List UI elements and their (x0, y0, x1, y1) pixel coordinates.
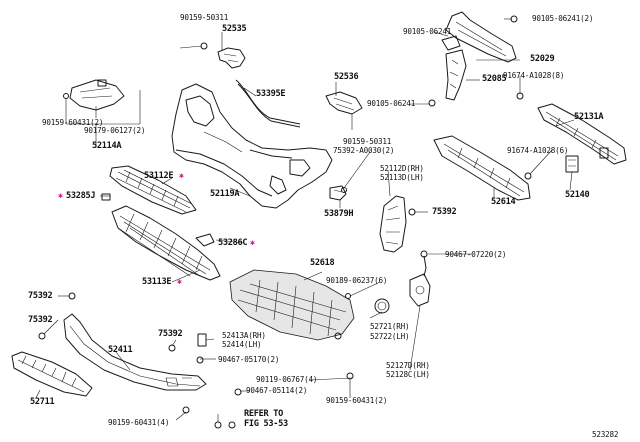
label-52411: 52411 (108, 345, 133, 355)
label-52413a: 52413A(RH) (222, 331, 266, 340)
label-52711: 52711 (30, 397, 55, 407)
label-90105-06241-a: 90105-06241 (403, 27, 452, 36)
bracket-52114a-drawing (63, 79, 125, 111)
label-90467-05114-2: 90467-05114(2) (246, 386, 308, 395)
label-75392-a0030-2: 75392-A0030(2) (333, 146, 395, 155)
label-91674-a1028-8: 91674-A1028(8) (503, 71, 565, 80)
label-52114a: 52114A (92, 141, 122, 151)
label-90159-60431-2-top: 90159-60431(2) (42, 118, 104, 127)
label-53112e: 53112E (144, 171, 174, 181)
label-75392-center: 75392 (158, 329, 183, 339)
reference-note-line1: REFER TO (244, 409, 283, 419)
cap-52721-drawing (374, 298, 390, 314)
label-52029: 52029 (530, 54, 555, 64)
label-90159-60431-4: 90159-60431(4) (108, 418, 170, 427)
grille-53113e-drawing (111, 205, 221, 281)
bracket-52535-drawing (200, 42, 246, 69)
reinforcement-52131a-drawing (537, 103, 627, 173)
retainer-52112d-drawing (379, 195, 407, 253)
label-52140: 52140 (565, 190, 590, 200)
fasteners-drawing (38, 15, 532, 429)
marker-star-53285j: ✱ (58, 191, 63, 200)
bracket-52536-drawing (325, 91, 363, 115)
label-53285j: 53285J (66, 191, 96, 201)
label-52535: 52535 (222, 24, 247, 34)
label-53395e: 53395E (256, 89, 286, 99)
spoiler-52411-drawing (63, 313, 207, 391)
label-75392-lower-left: 75392 (28, 315, 53, 325)
absorber-52614-drawing (433, 135, 531, 201)
label-90179-06127-2: 90179-06127(2) (84, 126, 146, 135)
undercover-52618-drawing (229, 269, 355, 341)
label-90119-06767-4: 90119-06767(4) (256, 375, 318, 384)
marker-star-53112e: ✱ (179, 171, 184, 180)
label-52614: 52614 (491, 197, 516, 207)
label-52113d: 52113D(LH) (380, 173, 424, 182)
label-53879h: 53879H (324, 209, 354, 219)
label-52128c: 52128C(LH) (386, 370, 430, 379)
label-52119a: 52119A (210, 189, 240, 199)
label-52414: 52414(LH) (222, 340, 262, 349)
label-52536: 52536 (334, 72, 359, 82)
bracket-52127d-drawing (409, 250, 431, 307)
leader-lines (35, 18, 575, 422)
clip-53285j-drawing (101, 193, 111, 201)
label-52085: 52085 (482, 74, 507, 84)
clip-53286c-drawing (195, 233, 215, 247)
marker-star-53113e: ✱ (177, 277, 182, 286)
support-52085-drawing (428, 49, 467, 107)
label-53286c: 53286C (218, 238, 248, 248)
molding-53395e-drawing (235, 79, 301, 125)
label-90105-06241-b: 90105-06241 (367, 99, 416, 108)
clip-53879h-drawing (329, 185, 347, 201)
label-90467-07220-2: 90467-07220(2) (445, 250, 507, 259)
reference-note-line2: FIG 53-53 (244, 419, 288, 429)
panel-52711-drawing (11, 351, 93, 397)
bracket-52413a-drawing (196, 333, 207, 364)
label-52721: 52721(RH) (370, 322, 410, 331)
label-90189-06237-6: 90189-06237(6) (326, 276, 388, 285)
label-52131a: 52131A (574, 112, 604, 122)
label-90467-05170-2: 90467-05170(2) (218, 355, 280, 364)
label-75392-left: 75392 (28, 291, 53, 301)
label-90159-60431-2-mid: 90159-60431(2) (326, 396, 388, 405)
marker-star-53286c: ✱ (250, 238, 255, 247)
label-53113e: 53113E (142, 277, 172, 287)
brace-52029-drawing (441, 11, 517, 63)
label-90105-06241-2: 90105-06241(2) (532, 14, 594, 23)
label-75392-right: 75392 (432, 207, 457, 217)
label-52618: 52618 (310, 258, 335, 268)
label-52722: 52722(LH) (370, 332, 410, 341)
label-91674-a1028-6: 91674-A1028(6) (507, 146, 569, 155)
label-52127d: 52127D(RH) (386, 361, 430, 370)
grille-53112e-drawing (109, 165, 197, 215)
bumper-cover-52119a-drawing (171, 83, 333, 209)
figure-code: 523282 (592, 430, 619, 439)
label-90159-50311-mid: 90159-50311 (343, 137, 392, 146)
label-52112d: 52112D(RH) (380, 164, 424, 173)
label-90159-50311-top: 90159-50311 (180, 13, 229, 22)
